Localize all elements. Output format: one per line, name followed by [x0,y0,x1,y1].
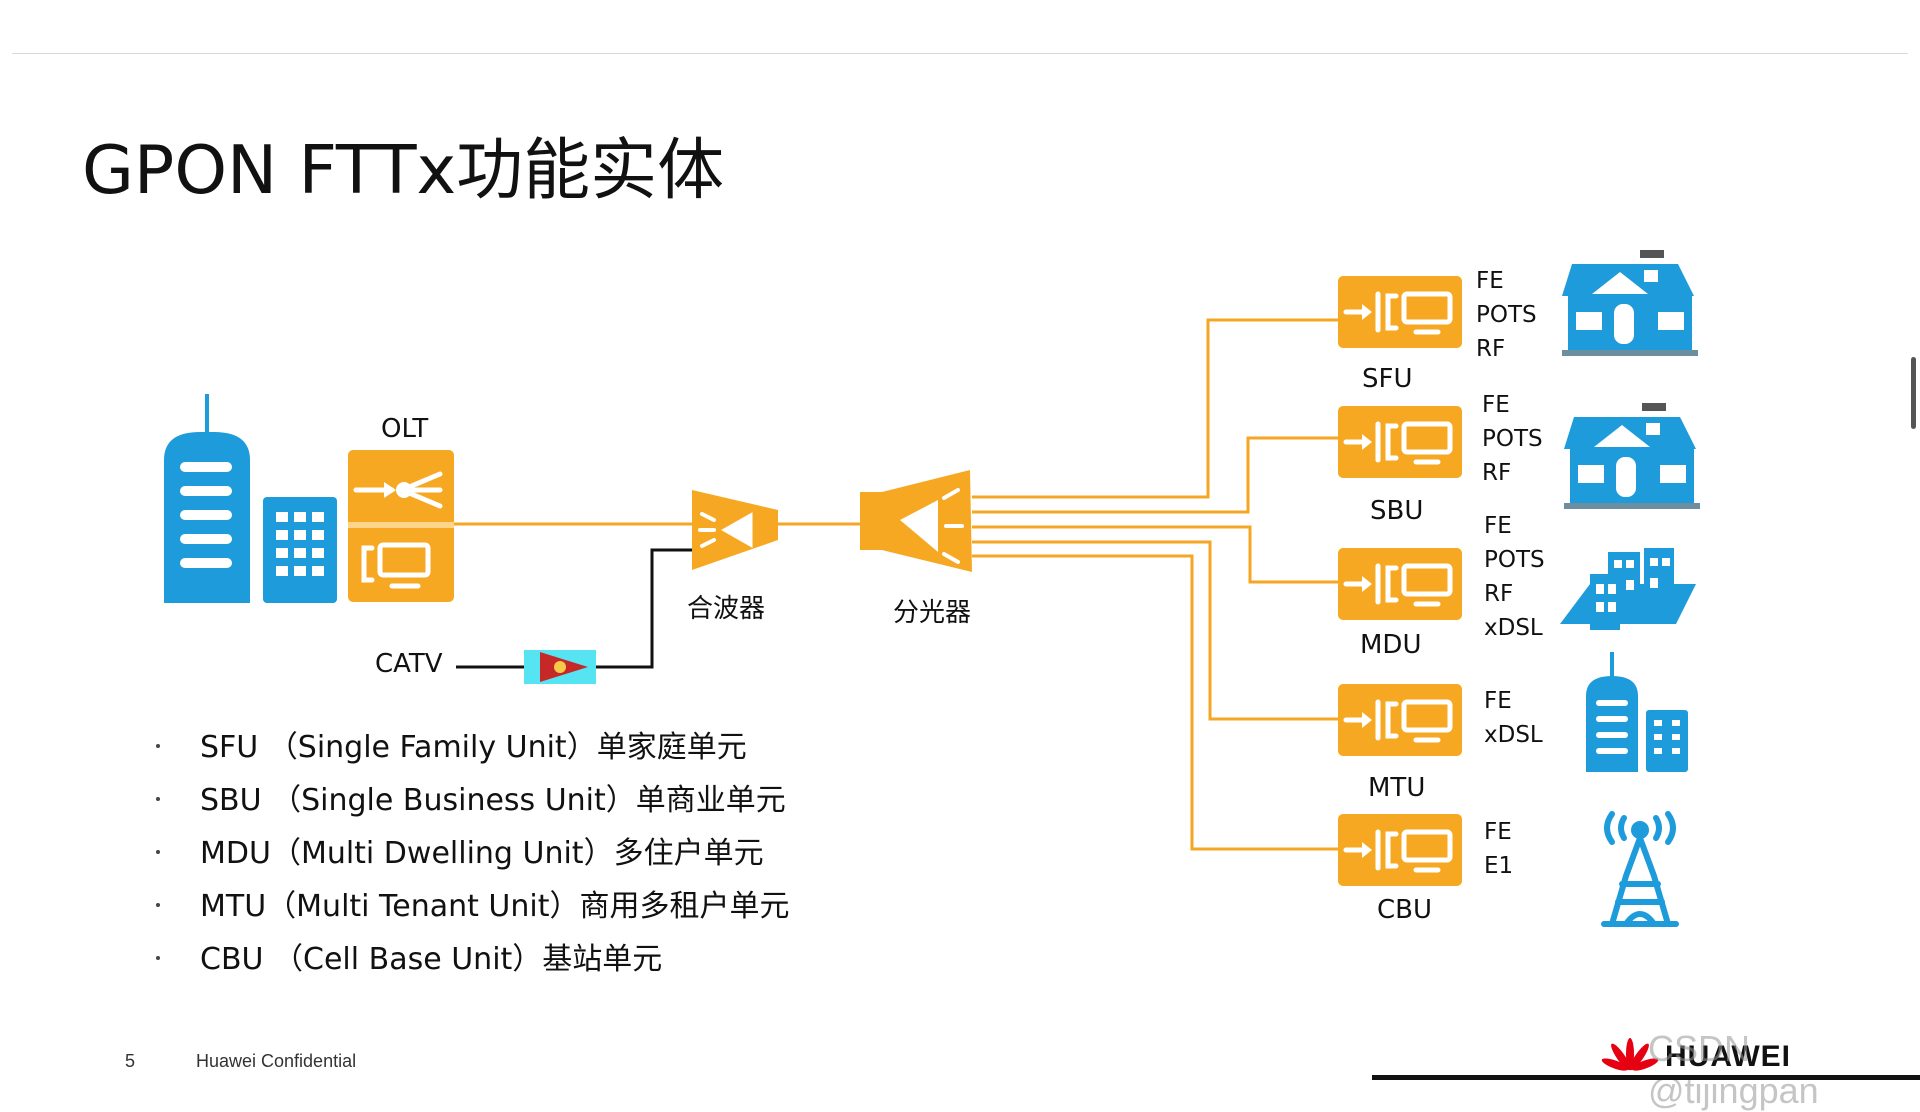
apartment-block-icon [1560,548,1696,630]
onu-device-sbu [1338,406,1462,478]
port-label: POTS [1476,302,1537,328]
bullet-dot [156,797,160,801]
scrollbar-thumb[interactable] [1911,357,1916,429]
cell-tower-icon [1601,811,1679,927]
splitter-to-sfu-line [972,318,1338,499]
port-label: FE [1482,392,1510,418]
splitter-icon [860,470,972,572]
onu-name-sbu: SBU [1370,496,1424,526]
olt-device-icon [348,450,454,602]
bullet-dot [156,850,160,854]
port-label: FE [1484,819,1512,845]
splitter-to-cbu-line [972,554,1338,851]
combiner-icon [692,490,778,570]
catv-amplifier-icon [524,650,596,684]
port-label: xDSL [1484,615,1543,641]
house-icon-sbu [1564,403,1700,509]
ports-cbu: FE E1 [1484,815,1513,883]
onu-device-mtu [1338,684,1462,756]
brand-wordmark: HUAWEI [1665,1040,1791,1073]
onu-name-mtu: MTU [1368,773,1426,803]
onu-name-sfu: SFU [1362,364,1413,394]
header-divider [12,53,1908,54]
city-building-windows [180,462,324,576]
splitter-to-mdu-line [972,525,1338,584]
splitter-to-mtu-line [972,540,1338,721]
onu-name-mdu: MDU [1360,630,1422,660]
bullet-dot [156,956,160,960]
fiber-lines [452,318,1338,851]
splitter-label: 分光器 [893,598,972,628]
port-label: RF [1484,581,1514,607]
footer-bar [1372,1075,1920,1080]
splitter-to-sbu-line [972,436,1338,514]
port-label: FE [1484,513,1512,539]
onu-devices [1338,276,1462,886]
ports-mdu: FE POTS RF xDSL [1484,509,1545,645]
port-label: xDSL [1484,722,1543,748]
combiner-label: 合波器 [687,594,766,624]
port-label: E1 [1484,853,1514,879]
ports-sbu: FE POTS RF [1482,388,1543,490]
watermark: CSDN @tijingpan [1648,1028,1819,1111]
confidential-label: Huawei Confidential [196,1051,357,1071]
ports-sfu: FE POTS RF [1476,264,1537,366]
page-number: 5 [125,1051,136,1071]
bullet-dot [156,903,160,907]
olt-label: OLT [381,414,429,444]
onu-device-cbu [1338,814,1462,886]
onu-device-sfu [1338,276,1462,348]
port-label: POTS [1484,547,1545,573]
ports-mtu: FE xDSL [1484,684,1543,752]
gpon-diagram [164,250,1700,927]
port-label: RF [1482,460,1512,486]
catv-line [456,548,692,669]
huawei-logo-icon [1601,1038,1659,1071]
onu-device-mdu [1338,548,1462,620]
port-label: RF [1476,336,1506,362]
slide: GPON FTTx功能实体 [12,53,1920,1111]
port-label: FE [1476,268,1504,294]
port-label: POTS [1482,426,1543,452]
port-label: FE [1484,688,1512,714]
catv-label: CATV [375,649,443,679]
page-title: GPON FTTx功能实体 [82,131,725,209]
house-icon-sfu [1562,250,1698,356]
office-towers-icon [1586,652,1688,772]
bullet-dot [156,744,160,748]
city-buildings-icon [164,394,337,603]
onu-name-cbu: CBU [1377,895,1433,925]
